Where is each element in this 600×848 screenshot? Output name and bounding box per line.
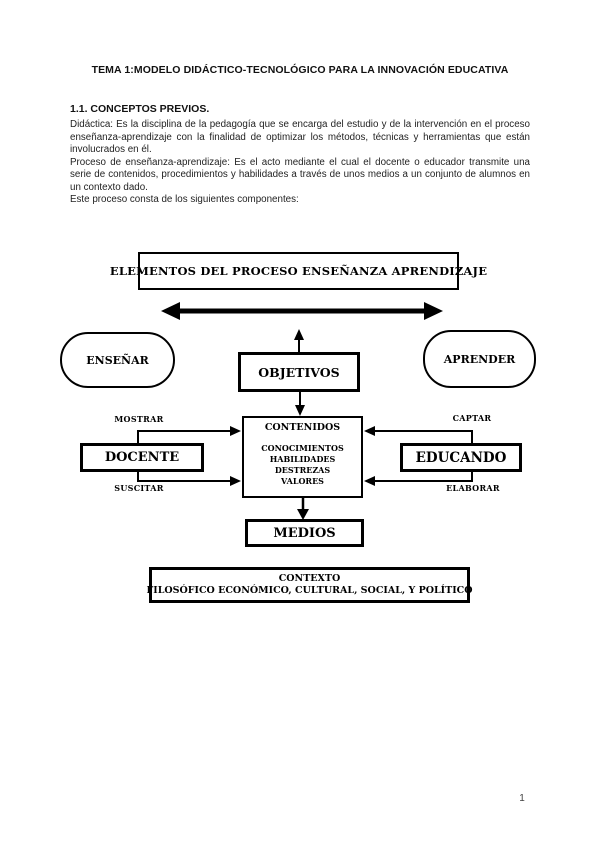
captar-arrow bbox=[364, 426, 473, 444]
contenidos-item: CONOCIMIENTOS bbox=[261, 443, 344, 453]
objetivos-to-contenidos-arrow bbox=[295, 392, 305, 416]
contexto-node: CONTEXTO FILOSÓFICO ECONÓMICO, CULTURAL,… bbox=[146, 567, 473, 603]
mostrar-label: MOSTRAR bbox=[114, 414, 164, 424]
contenidos-to-medios-arrow bbox=[297, 497, 309, 520]
contexto-subtitle: FILOSÓFICO ECONÓMICO, CULTURAL, SOCIAL, … bbox=[146, 585, 473, 596]
contenidos-item: DESTREZAS bbox=[274, 465, 331, 475]
diagram-header-box: ELEMENTOS DEL PROCESO ENSEÑANZA APRENDIZ… bbox=[110, 252, 487, 290]
paragraph-proceso: Proceso de enseñanza-aprendizaje: Es el … bbox=[70, 156, 530, 193]
contenidos-item: VALORES bbox=[281, 476, 324, 486]
paragraph-componentes: Este proceso consta de los siguientes co… bbox=[70, 194, 299, 205]
objetivos-node: OBJETIVOS bbox=[238, 352, 360, 392]
ensenar-node: ENSEÑAR bbox=[60, 332, 175, 388]
contexto-title: CONTEXTO bbox=[278, 572, 341, 584]
double-headed-arrow bbox=[161, 302, 443, 320]
aprender-node: APRENDER bbox=[423, 330, 536, 388]
section-heading: 1.1. CONCEPTOS PREVIOS. bbox=[70, 103, 210, 115]
contenidos-title: CONTENIDOS bbox=[264, 422, 341, 433]
paragraph-didactica: Didáctica: Es la disciplina de la pedago… bbox=[70, 119, 530, 155]
docente-node: DOCENTE bbox=[80, 443, 204, 472]
medios-node: MEDIOS bbox=[245, 519, 364, 547]
suscitar-label: SUSCITAR bbox=[114, 483, 164, 493]
intro-text-block: TEMA 1:MODELO DIDÁCTICO-TECNOLÓGICO PARA… bbox=[70, 64, 530, 207]
elaborar-label: ELABORAR bbox=[446, 483, 500, 493]
contenidos-list: CONOCIMIENTOS HABILIDADES DESTREZAS VALO… bbox=[261, 443, 343, 487]
contenidos-item: HABILIDADES bbox=[269, 454, 336, 464]
contenidos-node: CONTENIDOS CONOCIMIENTOS HABILIDADES DES… bbox=[242, 416, 363, 498]
mostrar-arrow bbox=[137, 426, 241, 444]
educando-node: EDUCANDO bbox=[400, 443, 522, 472]
captar-label: CAPTAR bbox=[452, 413, 492, 423]
page-title: TEMA 1:MODELO DIDÁCTICO-TECNOLÓGICO PARA… bbox=[91, 64, 509, 76]
objetivos-up-arrow bbox=[294, 329, 304, 352]
page-number: 1 bbox=[519, 793, 525, 804]
